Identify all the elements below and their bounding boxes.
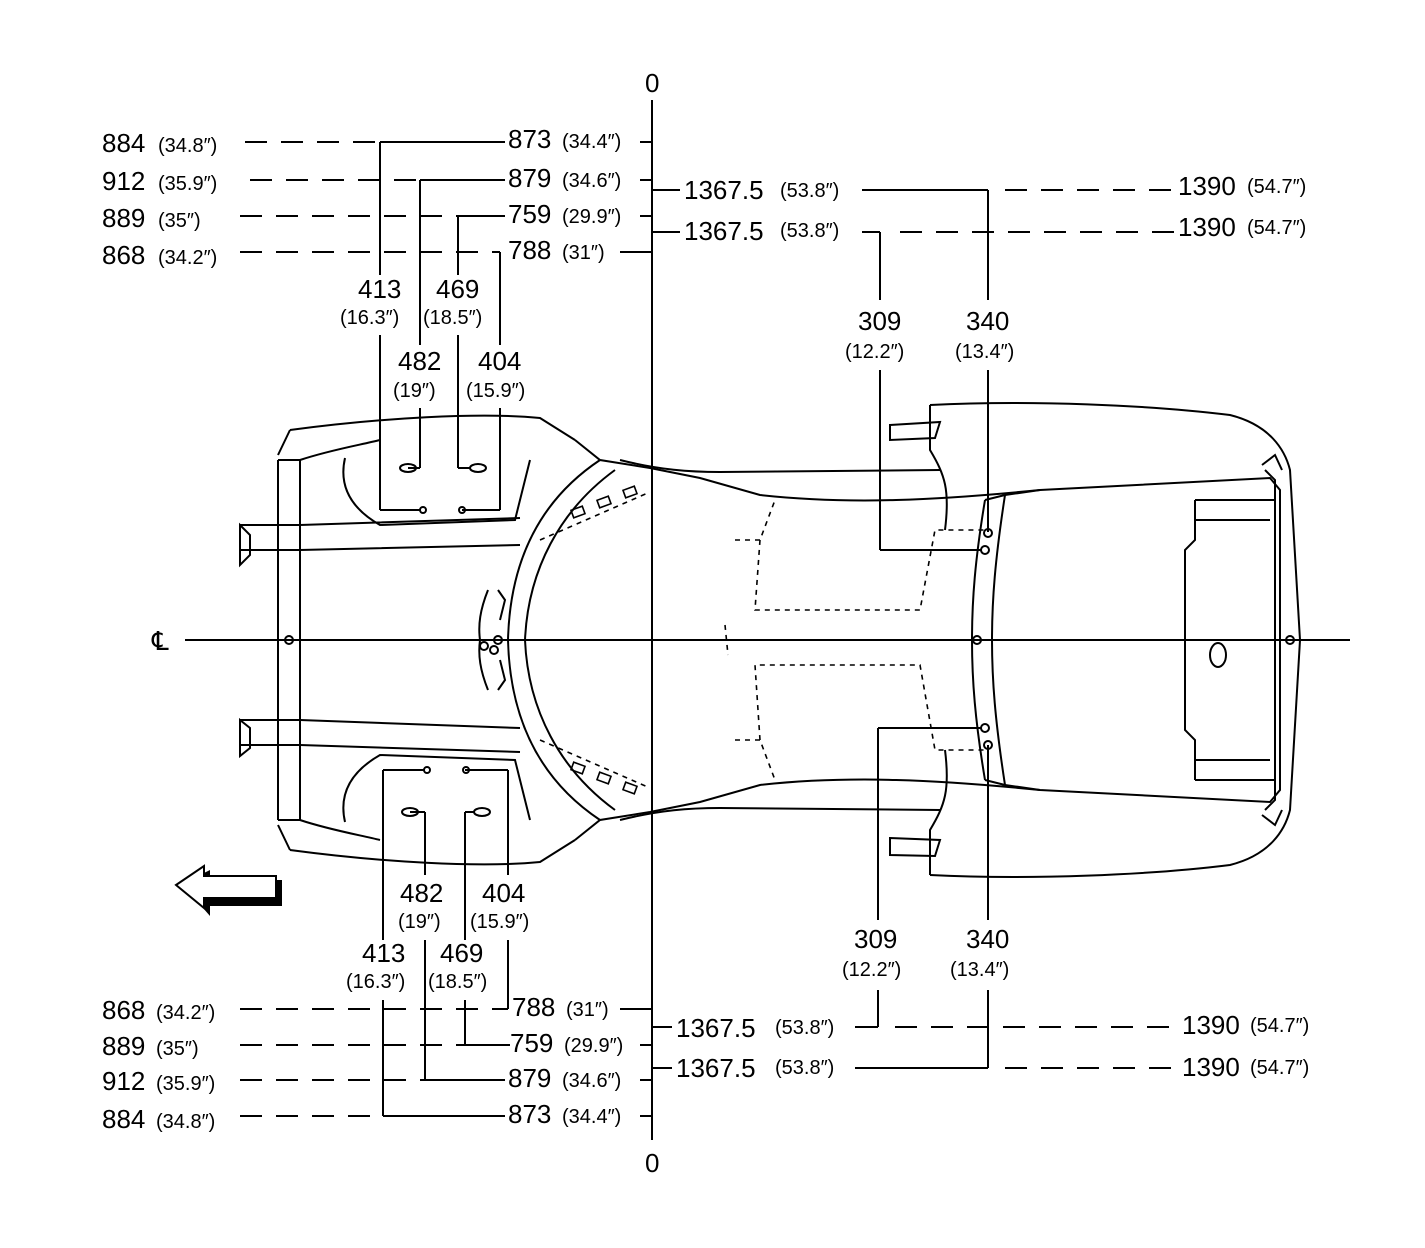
svg-text:(16.3″): (16.3″) bbox=[340, 307, 399, 329]
svg-text:(34.4″): (34.4″) bbox=[562, 1106, 621, 1128]
svg-text:(12.2″): (12.2″) bbox=[845, 341, 904, 363]
bottom-right-labels: 309 (12.2″) 340 (13.4″) 1367.5 (53.8″) 1… bbox=[676, 924, 1309, 1083]
dim-889-top: 889 bbox=[102, 203, 145, 233]
svg-text:(34.6″): (34.6″) bbox=[562, 170, 621, 192]
dim-1367-5-top-b: 1367.5 bbox=[684, 216, 764, 246]
top-right-labels: 1367.5 (53.8″) 1390 (54.7″) 1367.5 (53.8… bbox=[684, 171, 1306, 363]
dim-413-top: 413 bbox=[358, 274, 401, 304]
dim-788-top: 788 bbox=[508, 235, 551, 265]
dim-309-bottom: 309 bbox=[854, 924, 897, 954]
svg-text:(19″): (19″) bbox=[393, 380, 436, 402]
dim-482-bottom: 482 bbox=[400, 878, 443, 908]
svg-text:(54.7″): (54.7″) bbox=[1247, 217, 1306, 239]
dim-482-top: 482 bbox=[398, 346, 441, 376]
svg-text:(53.8″): (53.8″) bbox=[780, 220, 839, 242]
svg-text:(34.6″): (34.6″) bbox=[562, 1070, 621, 1092]
svg-text:(18.5″): (18.5″) bbox=[423, 307, 482, 329]
svg-text:(53.8″): (53.8″) bbox=[775, 1057, 834, 1079]
svg-text:(34.2″): (34.2″) bbox=[158, 247, 217, 269]
svg-text:(29.9″): (29.9″) bbox=[562, 206, 621, 228]
arrow-left-icon bbox=[174, 864, 282, 916]
reference-points bbox=[284, 635, 1295, 655]
svg-text:(54.7″): (54.7″) bbox=[1247, 176, 1306, 198]
dim-759-top: 759 bbox=[508, 199, 551, 229]
dim-759-bottom: 759 bbox=[510, 1028, 553, 1058]
svg-text:(16.3″): (16.3″) bbox=[346, 971, 405, 993]
rear-bottom-dimensions bbox=[652, 723, 1180, 1069]
zero-label-top: 0 bbox=[645, 68, 659, 98]
svg-text:(35″): (35″) bbox=[158, 210, 201, 232]
svg-text:(34.8″): (34.8″) bbox=[156, 1111, 215, 1133]
svg-text:(34.2″): (34.2″) bbox=[156, 1002, 215, 1024]
svg-text:(54.7″): (54.7″) bbox=[1250, 1057, 1309, 1079]
dim-868-top: 868 bbox=[102, 240, 145, 270]
svg-text:(15.9″): (15.9″) bbox=[470, 911, 529, 933]
zero-label-bottom: 0 bbox=[645, 1148, 659, 1178]
svg-text:(15.9″): (15.9″) bbox=[466, 380, 525, 402]
dim-884-bottom: 884 bbox=[102, 1104, 145, 1134]
svg-text:(18.5″): (18.5″) bbox=[428, 971, 487, 993]
dim-868-bottom: 868 bbox=[102, 995, 145, 1025]
svg-text:(53.8″): (53.8″) bbox=[780, 180, 839, 202]
svg-text:(34.8″): (34.8″) bbox=[158, 135, 217, 157]
dim-1390-bottom-a: 1390 bbox=[1182, 1010, 1240, 1040]
svg-text:(19″): (19″) bbox=[398, 911, 441, 933]
dim-884-top: 884 bbox=[102, 128, 145, 158]
svg-text:(53.8″): (53.8″) bbox=[775, 1017, 834, 1039]
dim-340-top: 340 bbox=[966, 306, 1009, 336]
dim-879-top: 879 bbox=[508, 163, 551, 193]
dim-1367-5-top-a: 1367.5 bbox=[684, 175, 764, 205]
centerline-symbol: ℄ bbox=[151, 626, 169, 656]
dim-873-top: 873 bbox=[508, 124, 551, 154]
dim-1367-5-bottom-a: 1367.5 bbox=[676, 1013, 756, 1043]
top-left-labels: 884 (34.8″) 873 (34.4″) 912 (35.9″) 879 … bbox=[102, 124, 621, 402]
svg-text:(31″): (31″) bbox=[566, 999, 609, 1021]
dim-309-top: 309 bbox=[858, 306, 901, 336]
bottom-left-labels: 482 (19″) 404 (15.9″) 413 (16.3″) 469 (1… bbox=[102, 878, 623, 1134]
dim-1367-5-bottom-b: 1367.5 bbox=[676, 1053, 756, 1083]
dim-788-bottom: 788 bbox=[512, 992, 555, 1022]
svg-text:(35.9″): (35.9″) bbox=[156, 1073, 215, 1095]
dim-413-bottom: 413 bbox=[362, 938, 405, 968]
dim-404-bottom: 404 bbox=[482, 878, 525, 908]
dim-1390-top-a: 1390 bbox=[1178, 171, 1236, 201]
dim-912-top: 912 bbox=[102, 166, 145, 196]
front-top-dimensions bbox=[240, 141, 652, 514]
dim-469-bottom: 469 bbox=[440, 938, 483, 968]
svg-text:(12.2″): (12.2″) bbox=[842, 959, 901, 981]
dim-873-bottom: 873 bbox=[508, 1099, 551, 1129]
rear-top-dimensions bbox=[652, 189, 1175, 555]
dim-404-top: 404 bbox=[478, 346, 521, 376]
dim-340-bottom: 340 bbox=[966, 924, 1009, 954]
svg-text:(54.7″): (54.7″) bbox=[1250, 1015, 1309, 1037]
svg-text:(29.9″): (29.9″) bbox=[564, 1035, 623, 1057]
dim-469-top: 469 bbox=[436, 274, 479, 304]
dim-889-bottom: 889 bbox=[102, 1031, 145, 1061]
svg-text:(35″): (35″) bbox=[156, 1038, 199, 1060]
dim-912-bottom: 912 bbox=[102, 1066, 145, 1096]
dim-1390-bottom-b: 1390 bbox=[1182, 1052, 1240, 1082]
dim-1390-top-b: 1390 bbox=[1178, 212, 1236, 242]
svg-text:(34.4″): (34.4″) bbox=[562, 131, 621, 153]
svg-text:(13.4″): (13.4″) bbox=[955, 341, 1014, 363]
svg-text:(31″): (31″) bbox=[562, 242, 605, 264]
front-bottom-dimensions bbox=[240, 766, 652, 1117]
svg-text:(13.4″): (13.4″) bbox=[950, 959, 1009, 981]
svg-text:(35.9″): (35.9″) bbox=[158, 173, 217, 195]
dim-879-bottom: 879 bbox=[508, 1063, 551, 1093]
